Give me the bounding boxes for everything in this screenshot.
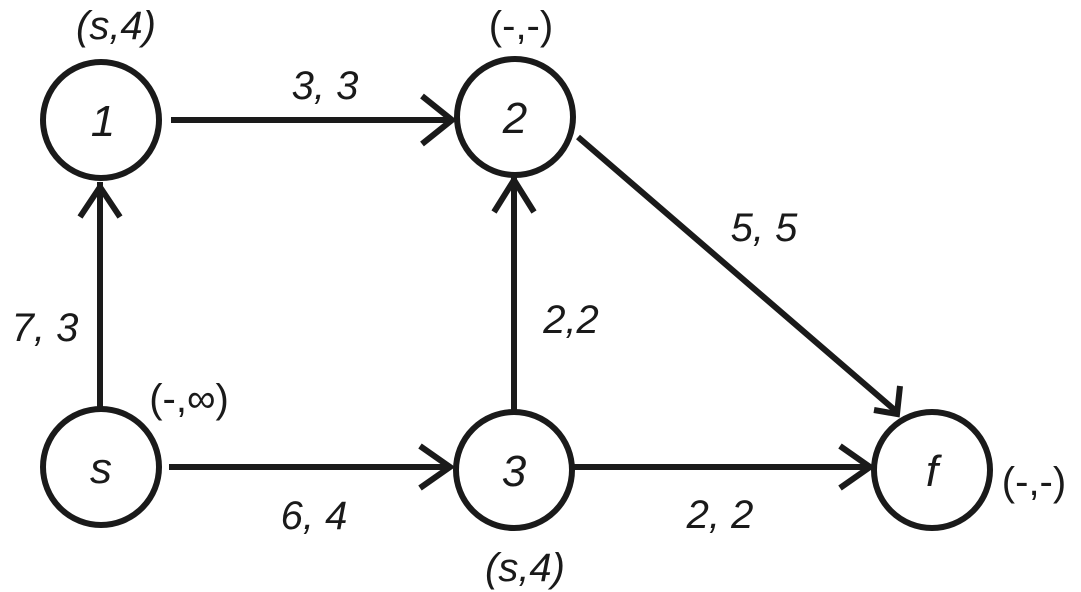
edge-1-to-2: [171, 93, 457, 147]
node-s: s: [40, 406, 162, 528]
node-2-label: 2: [502, 94, 527, 143]
edge-s-to-3: [169, 443, 456, 491]
edge-s-to-3-label: 6, 4: [281, 494, 348, 538]
node-1-mark: (s,4): [76, 4, 156, 48]
node-2: 2: [454, 56, 576, 178]
edge-3-to-f-label: 2, 2: [686, 493, 754, 537]
node-s-label: s: [90, 444, 112, 493]
node-1-label: 1: [91, 97, 115, 146]
node-f: f: [871, 409, 993, 531]
node-2-mark: (-,-): [489, 4, 553, 48]
node-1: 1: [40, 59, 162, 181]
node-s-mark: (-,∞): [149, 377, 229, 421]
node-3: 3: [453, 409, 575, 531]
edge-s-to-1-label: 7, 3: [12, 306, 79, 350]
node-3-mark: (s,4): [485, 546, 565, 590]
edge-3-to-2: [491, 174, 537, 410]
edge-2-to-f: [576, 134, 903, 418]
node-3-label: 3: [502, 447, 527, 496]
node-f-mark: (-,-): [1002, 460, 1066, 504]
edge-1-to-2-label: 3, 3: [292, 64, 359, 108]
edge-2-to-f-label: 5, 5: [731, 206, 798, 250]
edge-s-to-1: [77, 181, 123, 410]
edge-3-to-f: [572, 443, 876, 491]
edge-3-to-2-label: 2,2: [542, 298, 599, 342]
